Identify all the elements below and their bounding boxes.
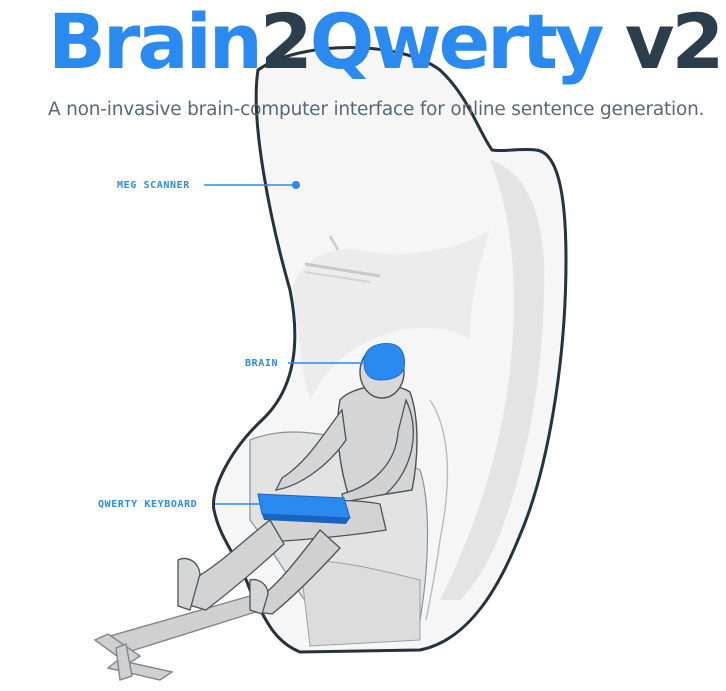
brain-highlight (363, 343, 405, 381)
title-part-qwerty: Qwerty (309, 0, 605, 86)
callout-meg-scanner: MEG SCANNER (117, 180, 300, 191)
callout-label-qwerty-keyboard: QWERTY KEYBOARD (98, 499, 197, 510)
base-cross (93, 595, 264, 681)
title-part-brain: Brain (48, 0, 263, 86)
qwerty-keyboard-highlight (257, 493, 351, 524)
title-part-2: 2 (259, 0, 313, 86)
callout-label-brain: BRAIN (245, 358, 278, 369)
page-subtitle: A non-invasive brain-computer interface … (48, 99, 705, 120)
callout-brain: BRAIN (245, 358, 366, 369)
callout-qwerty-keyboard: QWERTY KEYBOARD (98, 499, 262, 510)
page-title: Brain2Qwerty v2 (48, 0, 724, 90)
callout-dot (292, 181, 300, 189)
callout-label-meg-scanner: MEG SCANNER (117, 180, 190, 191)
title-part-version: v2 (601, 0, 724, 86)
seated-person (177, 345, 418, 615)
